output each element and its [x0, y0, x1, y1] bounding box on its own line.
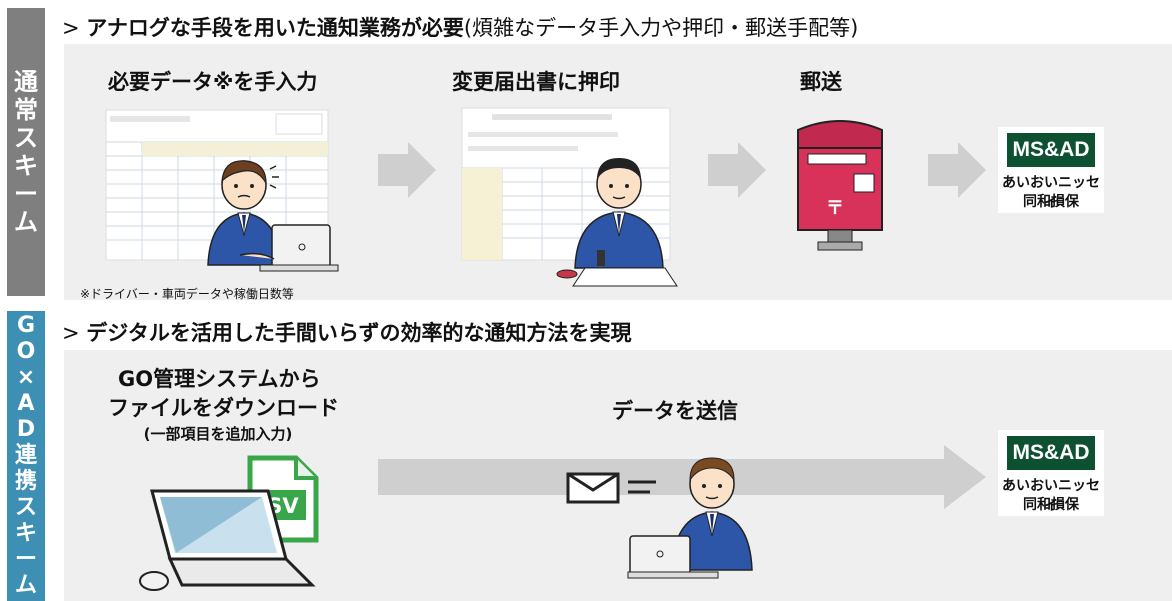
arrow-right-icon: [708, 142, 766, 198]
svg-text:〒: 〒: [826, 198, 844, 219]
side-label-linked-char: 携: [14, 469, 37, 494]
side-label-linked-char: ム: [14, 573, 37, 598]
worker-stamping-illustration: [556, 158, 678, 287]
side-label-normal-scheme: 通常スキーム: [7, 8, 45, 296]
side-label-linked-char: D: [16, 417, 36, 442]
heading-marker: >: [62, 321, 80, 345]
side-label-normal-char: ス: [14, 124, 38, 152]
arrow-right-icon: [928, 142, 986, 198]
side-label-linked-char: A: [17, 391, 35, 416]
side-label-normal-char: 常: [14, 96, 38, 124]
worker-typing-illustration: [207, 160, 339, 272]
heading-marker: >: [62, 16, 80, 40]
step-download-sublabel: (一部項目を追加入力): [143, 425, 293, 443]
logo-line1: あいおいニッセイ: [1002, 478, 1100, 514]
linked-heading-text: デジタルを活用した手間いらずの効率的な通知方法を実現: [86, 321, 632, 345]
linked-scheme-heading: > デジタルを活用した手間いらずの効率的な通知方法を実現: [62, 317, 631, 347]
side-label-normal-char: ー: [14, 180, 38, 208]
logo-line1: あいおいニッセイ: [1002, 175, 1100, 211]
side-label-normal-char: 通: [14, 68, 38, 96]
insurer-logo: MS&AD あいおいニッセイ 同和損保: [998, 127, 1104, 213]
envelope-icon: [566, 472, 656, 504]
step-send-data-label: データを送信: [612, 399, 738, 423]
step-download-label-line1: GO管理システムから: [118, 367, 321, 391]
logo-brand: MS&AD: [1007, 436, 1095, 470]
normal-scheme-heading: > アナログな手段を用いた通知業務が必要(煩雑なデータ手入力や押印・郵送手配等): [62, 12, 858, 42]
step-download-label-line2: ファイルをダウンロード: [108, 396, 339, 420]
long-arrow-right-icon: [378, 445, 986, 509]
step-stamp-label: 変更届出書に押印: [452, 70, 620, 94]
footnote: ※ドライバー・車両データや稼働日数等: [80, 287, 294, 301]
mailbox-icon: 〒: [797, 120, 883, 251]
side-label-normal-char: ム: [14, 208, 38, 236]
side-label-linked-char: ス: [14, 495, 37, 520]
step-mail-label: 郵送: [800, 70, 842, 94]
logo-brand: MS&AD: [1007, 133, 1095, 167]
side-label-linked-char: ×: [16, 365, 36, 390]
arrow-right-icon: [378, 142, 436, 198]
insurer-logo: MS&AD あいおいニッセイ 同和損保: [998, 430, 1104, 516]
logo-line2: 同和損保: [1023, 497, 1079, 513]
step-manual-input-label: 必要データ※を手入力: [108, 70, 318, 94]
logo-line2: 同和損保: [1023, 194, 1079, 210]
normal-heading-bold: アナログな手段を用いた通知業務が必要: [86, 16, 464, 40]
side-label-linked-char: ー: [14, 547, 37, 572]
side-label-linked-char: キ: [14, 521, 37, 546]
side-label-normal-char: キ: [14, 152, 38, 180]
worker-sending-illustration: [627, 457, 753, 579]
normal-heading-normal: (煩雑なデータ手入力や押印・郵送手配等): [463, 16, 859, 40]
side-label-linked-char: O: [16, 339, 36, 364]
laptop-illustration: [139, 489, 316, 591]
side-label-linked-char: 連: [14, 443, 37, 468]
side-label-linked-char: G: [16, 313, 36, 338]
